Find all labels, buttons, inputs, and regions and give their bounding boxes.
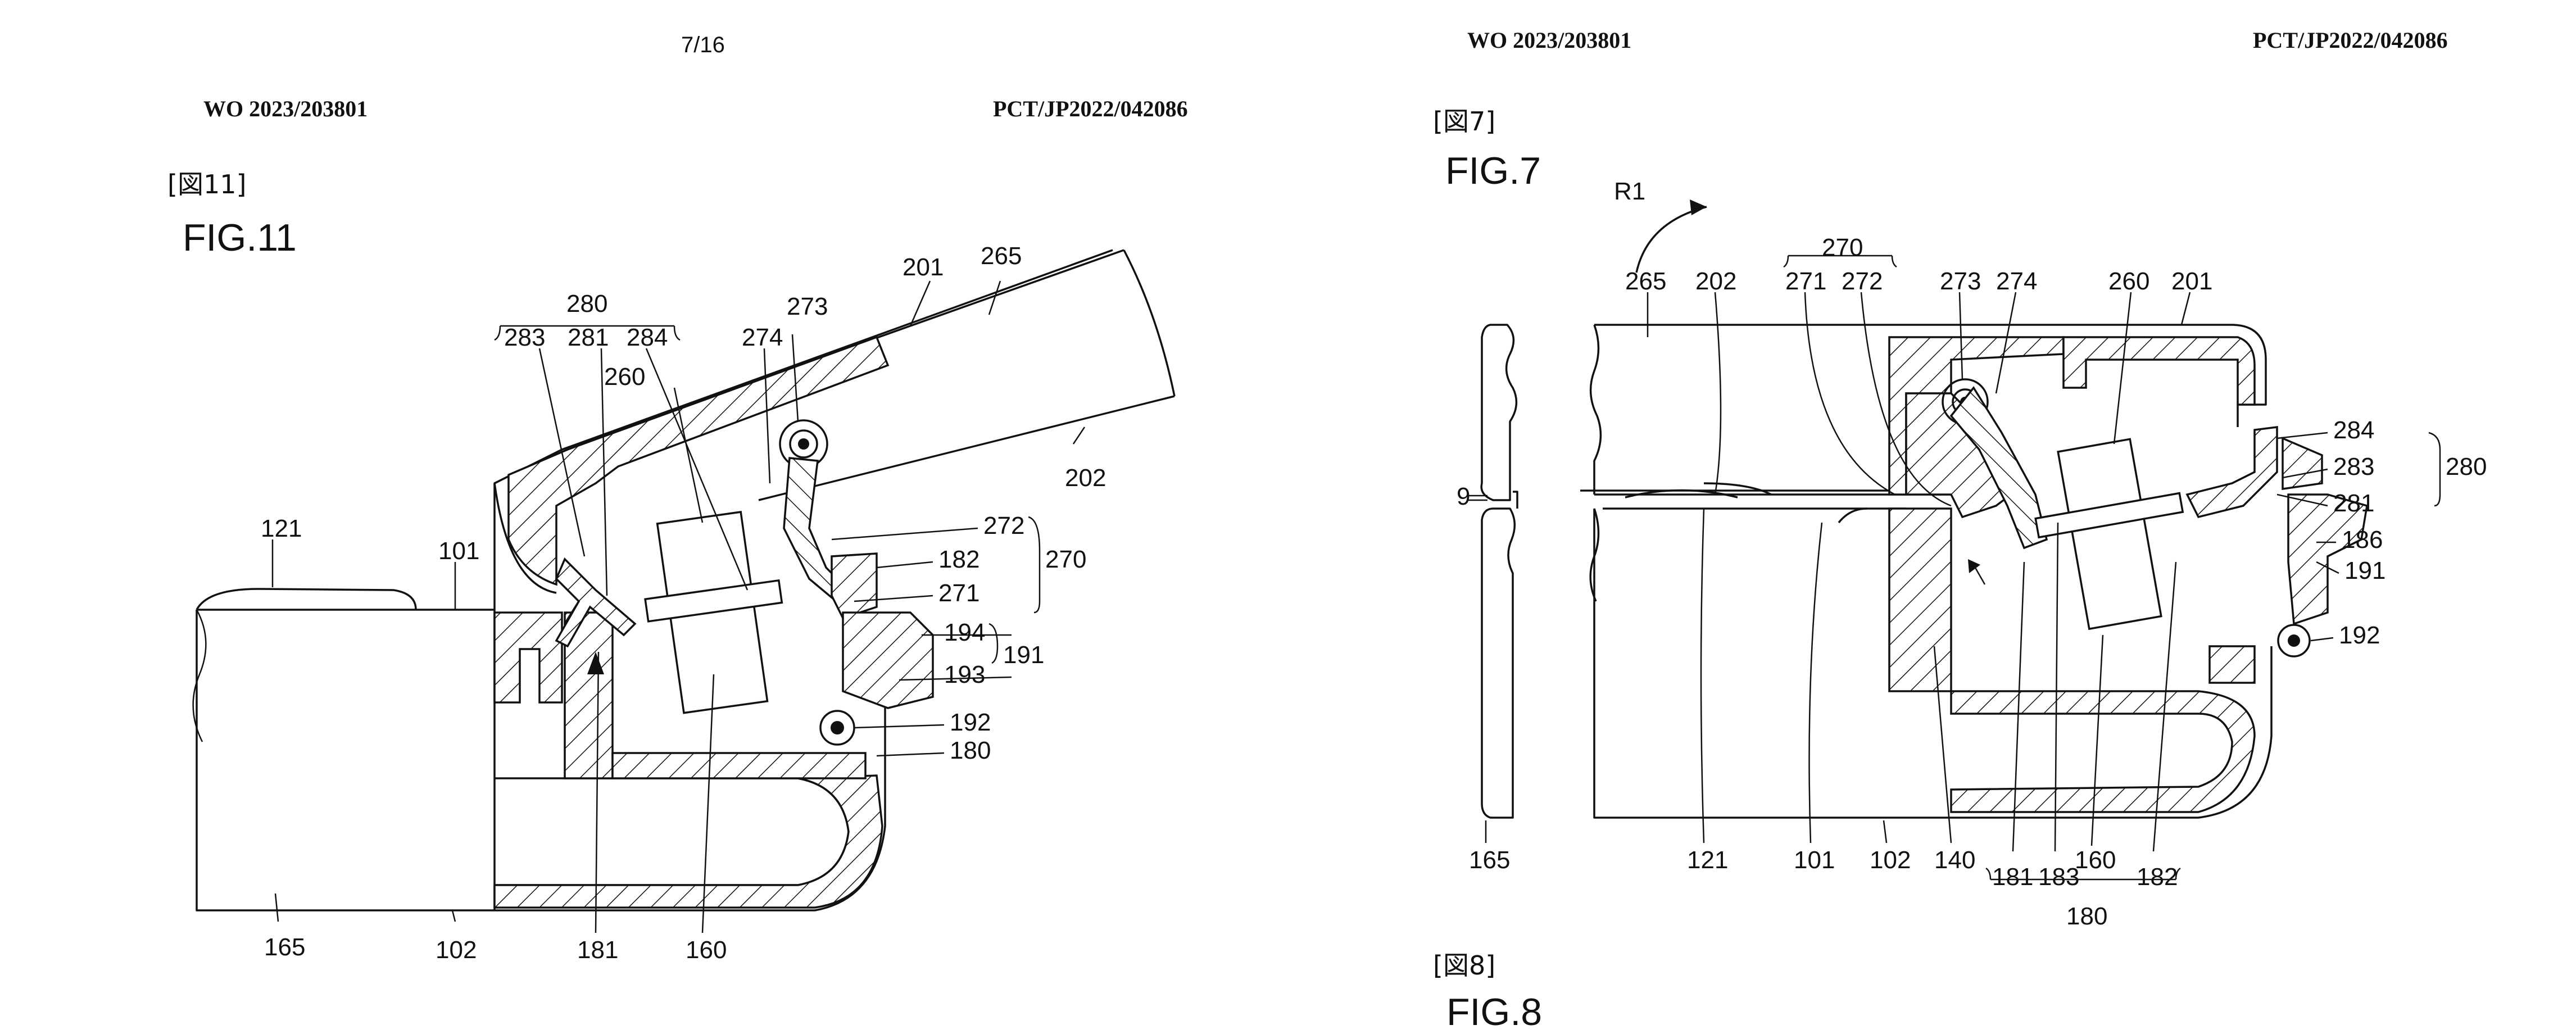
- label-260: 260: [2108, 267, 2149, 295]
- label-265: 265: [981, 242, 1022, 270]
- figure-11-drawing: 121 101 280 283 281 284 273 274 260 201 …: [192, 242, 1176, 964]
- label-270: 270: [1045, 546, 1086, 573]
- label-180: 180: [950, 737, 991, 764]
- label-265: 265: [1625, 267, 1666, 295]
- label-201: 201: [902, 253, 944, 281]
- label-274: 274: [1996, 267, 2037, 295]
- label-270: 270: [1822, 234, 1863, 261]
- label-9: 9: [1457, 483, 1470, 510]
- page-number: 7/16: [681, 33, 725, 57]
- label-R1: R1: [1614, 178, 1645, 205]
- label-274: 274: [742, 324, 783, 351]
- label-181: 181: [1992, 863, 2033, 891]
- label-271: 271: [1785, 267, 1826, 295]
- right-page: WO 2023/203801 PCT/JP2022/042086 [図7] FI…: [1288, 0, 2576, 1033]
- label-280: 280: [566, 290, 607, 318]
- label-202: 202: [1065, 464, 1106, 492]
- application-number: PCT/JP2022/042086: [2253, 28, 2448, 53]
- label-102: 102: [436, 936, 477, 964]
- label-101: 101: [1794, 846, 1835, 874]
- application-number: PCT/JP2022/042086: [993, 96, 1188, 121]
- label-272: 272: [1842, 267, 1883, 295]
- label-271: 271: [938, 579, 979, 607]
- label-284: 284: [2333, 416, 2374, 444]
- label-201: 201: [2171, 267, 2212, 295]
- label-273: 273: [1940, 267, 1981, 295]
- label-272: 272: [983, 512, 1024, 539]
- left-page: 7/16 WO 2023/203801 PCT/JP2022/042086 [図…: [0, 0, 1288, 1007]
- label-283: 283: [2333, 453, 2374, 480]
- label-281: 281: [568, 324, 609, 351]
- figure-tag: [図11]: [167, 169, 247, 199]
- label-193: 193: [944, 661, 985, 688]
- label-280: 280: [2446, 453, 2487, 480]
- figure-title: FIG.11: [183, 216, 297, 259]
- label-180: 180: [2066, 903, 2107, 930]
- label-181: 181: [577, 936, 618, 964]
- label-165: 165: [1469, 846, 1510, 874]
- label-192: 192: [950, 709, 991, 736]
- publication-number: WO 2023/203801: [203, 96, 368, 121]
- label-192: 192: [2339, 622, 2380, 649]
- next-figure-tag: [図8]: [1433, 950, 1496, 981]
- label-160: 160: [686, 936, 727, 964]
- label-101: 101: [438, 537, 479, 565]
- label-202: 202: [1695, 267, 1736, 295]
- label-281: 281: [2333, 489, 2374, 517]
- label-140: 140: [1934, 846, 1975, 874]
- label-191: 191: [2344, 557, 2385, 584]
- figure-7-drawing: R1 270 265 202 271 272 273 274 260 201 2…: [1457, 178, 2487, 930]
- figure-title: FIG.7: [1445, 149, 1541, 192]
- label-284: 284: [627, 324, 668, 351]
- label-182: 182: [2137, 863, 2178, 891]
- label-186: 186: [2342, 526, 2383, 554]
- label-183: 183: [2038, 863, 2079, 891]
- label-102: 102: [1870, 846, 1911, 874]
- label-191: 191: [1003, 641, 1044, 669]
- figure-tag: [図7]: [1433, 106, 1496, 137]
- label-283: 283: [504, 324, 545, 351]
- label-273: 273: [787, 293, 828, 320]
- label-260: 260: [604, 363, 645, 391]
- publication-number: WO 2023/203801: [1467, 28, 1632, 53]
- label-165: 165: [264, 933, 305, 961]
- label-182: 182: [938, 546, 979, 573]
- label-121: 121: [1687, 846, 1728, 874]
- label-121: 121: [261, 515, 302, 542]
- label-194: 194: [944, 619, 985, 646]
- label-160: 160: [2075, 846, 2116, 874]
